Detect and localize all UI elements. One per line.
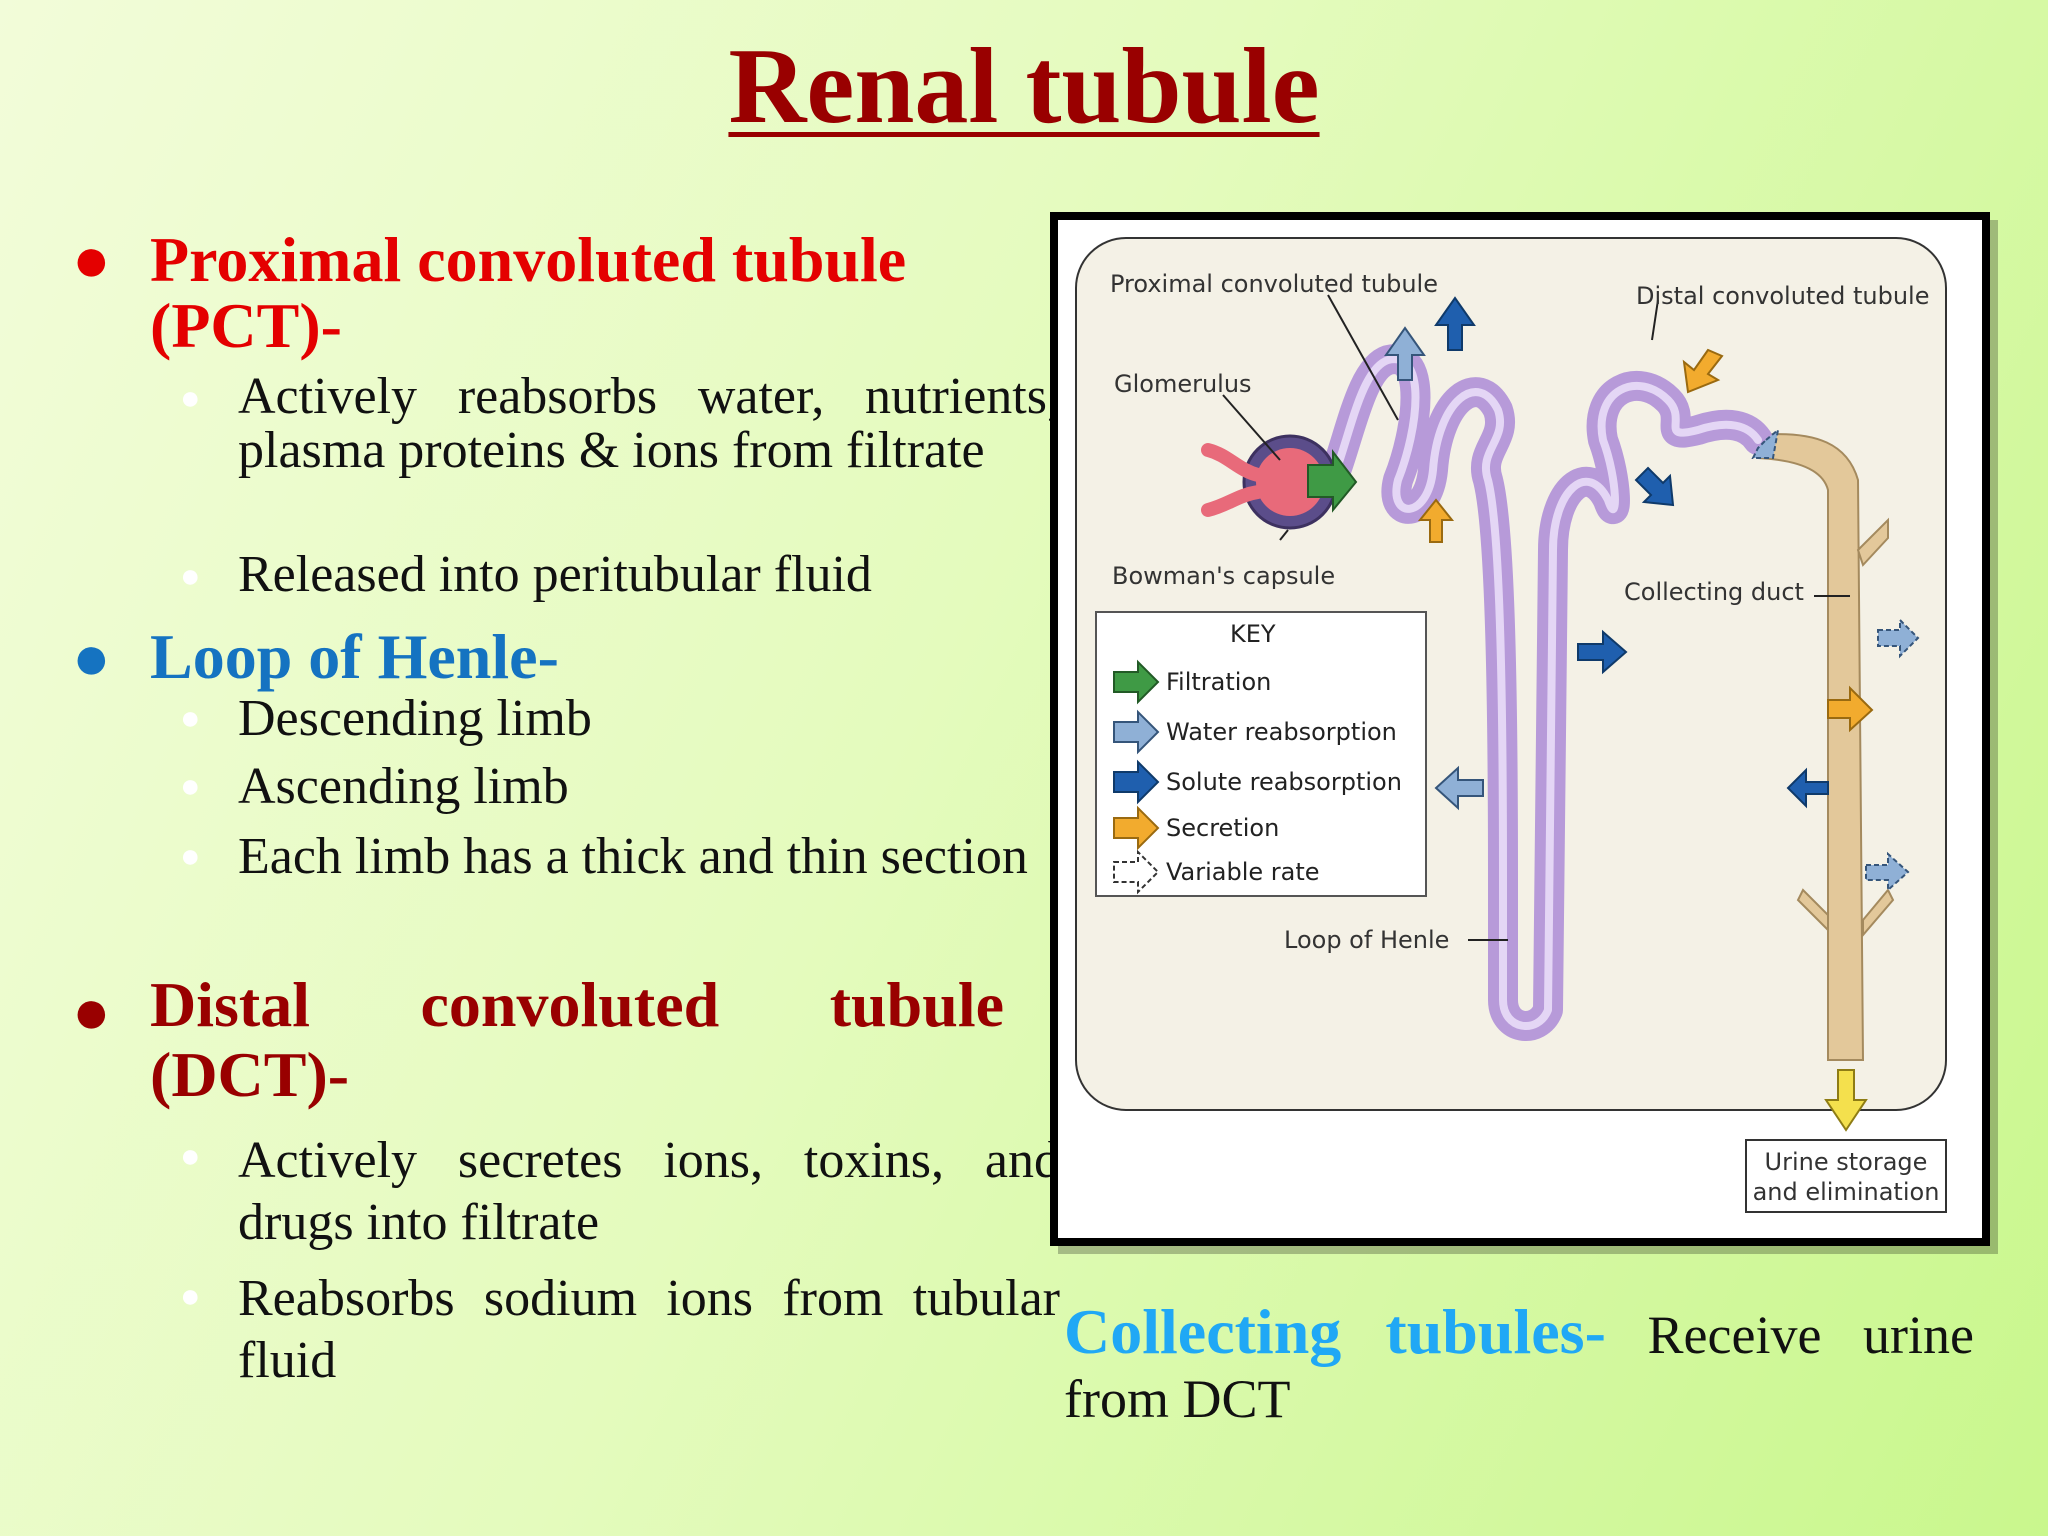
water-reabsorption-arrow bbox=[1751, 427, 1780, 459]
dct-point-2: Reabsorbs sodium ions from tubular fluid bbox=[238, 1270, 1060, 1389]
label-glomerulus: Glomerulus bbox=[1114, 370, 1252, 398]
label-bowman: Bowman's capsule bbox=[1112, 562, 1335, 590]
secretion-arrow bbox=[1417, 498, 1455, 543]
nephron-figure: Proximal convoluted tubule Distal convol… bbox=[1050, 212, 1990, 1246]
water-reabsorption-arrow bbox=[1434, 765, 1484, 811]
pct-heading-line1: Proximal convoluted tubule bbox=[150, 224, 907, 295]
key-label-secretion: Secretion bbox=[1166, 814, 1279, 842]
key-label-water: Water reabsorption bbox=[1166, 718, 1397, 746]
loop-heading: Loop of Henle- bbox=[150, 621, 559, 692]
sub-bullet-icon: ● bbox=[180, 1138, 201, 1175]
leader-line bbox=[1222, 394, 1281, 461]
key-box bbox=[1095, 611, 1427, 897]
pct-point-2: Released into peritubular fluid bbox=[238, 546, 872, 603]
key-swatch-solute bbox=[1113, 759, 1160, 805]
dct-heading-line2: (DCT)- bbox=[150, 1039, 350, 1110]
key-label-solute: Solute reabsorption bbox=[1166, 768, 1402, 796]
pct-point-1: Actively reabsorbs water, nutrients, pla… bbox=[238, 368, 1060, 479]
key-swatch-water bbox=[1113, 709, 1160, 755]
loop-point-2: Ascending limb bbox=[238, 758, 569, 815]
label-collecting-duct: Collecting duct bbox=[1624, 578, 1804, 606]
secretion-arrow bbox=[1682, 348, 1724, 394]
key-swatch-secretion bbox=[1113, 805, 1160, 851]
duct-branch bbox=[1796, 888, 1829, 933]
collecting-tubules-text: Collecting tubules- Receive urine from D… bbox=[1064, 1300, 1974, 1431]
key-label-filtration: Filtration bbox=[1166, 668, 1271, 696]
secretion-arrow bbox=[1827, 685, 1874, 733]
sub-bullet-icon: ● bbox=[180, 1278, 201, 1315]
sub-bullet-icon: ● bbox=[180, 380, 201, 417]
label-urine-line1: Urine storage bbox=[1765, 1148, 1928, 1176]
water-reabsorption-arrow bbox=[1877, 617, 1920, 659]
key-swatch-variable bbox=[1113, 849, 1160, 895]
sub-bullet-icon: ● bbox=[180, 838, 201, 875]
dct-heading-line1: Distal convoluted tubule bbox=[150, 969, 1004, 1040]
nephron-diagram: Proximal convoluted tubule Distal convol… bbox=[1075, 237, 1947, 1213]
leader-line bbox=[1327, 294, 1399, 421]
solute-reabsorption-arrow bbox=[1634, 466, 1675, 507]
duct-branch bbox=[1856, 517, 1889, 567]
water-reabsorption-arrow bbox=[1384, 326, 1426, 381]
leader-line bbox=[1651, 299, 1659, 341]
bullet-icon: ● bbox=[72, 976, 111, 1047]
leader-line bbox=[1279, 529, 1289, 541]
collecting-heading: Collecting tubules- bbox=[1064, 1296, 1606, 1367]
solute-reabsorption-arrow bbox=[1786, 767, 1829, 809]
collecting-description: Receive urine from DCT bbox=[1064, 1305, 1974, 1429]
sub-bullet-icon: ● bbox=[180, 558, 201, 595]
urine-flow-arrow bbox=[1824, 1069, 1868, 1132]
label-dct: Distal convoluted tubule bbox=[1636, 282, 1929, 310]
sub-bullet-icon: ● bbox=[180, 700, 201, 737]
key-swatch-filtration bbox=[1113, 659, 1160, 705]
label-loop-of-henle: Loop of Henle bbox=[1284, 926, 1449, 954]
tubule-highlight bbox=[1324, 355, 1762, 1030]
loop-point-3: Each limb has a thick and thin section bbox=[238, 828, 1028, 885]
slide-title: Renal tubule bbox=[728, 27, 1320, 146]
key-label-variable: Variable rate bbox=[1166, 858, 1320, 886]
label-pct: Proximal convoluted tubule bbox=[1110, 270, 1438, 298]
sub-bullet-icon: ● bbox=[180, 768, 201, 805]
solute-reabsorption-arrow bbox=[1577, 629, 1628, 675]
dct-point-1: Actively secretes ions, toxins, and drug… bbox=[238, 1132, 1060, 1251]
key-title: KEY bbox=[1230, 620, 1276, 648]
afferent-arteriole bbox=[1201, 443, 1265, 482]
urine-box bbox=[1745, 1139, 1947, 1213]
collecting-duct-shape bbox=[1757, 433, 1865, 1061]
solute-reabsorption-arrow bbox=[1434, 296, 1476, 351]
label-urine-line2: and elimination bbox=[1753, 1178, 1940, 1206]
loop-point-1: Descending limb bbox=[238, 690, 592, 747]
bullet-icon: ● bbox=[72, 224, 111, 295]
duct-branch bbox=[1862, 888, 1895, 938]
efferent-arteriole bbox=[1201, 485, 1265, 517]
water-reabsorption-arrow bbox=[1865, 851, 1910, 893]
bullet-icon: ● bbox=[72, 622, 111, 693]
pct-heading-line2: (PCT)- bbox=[150, 290, 342, 361]
filtration-arrow bbox=[1307, 449, 1358, 513]
